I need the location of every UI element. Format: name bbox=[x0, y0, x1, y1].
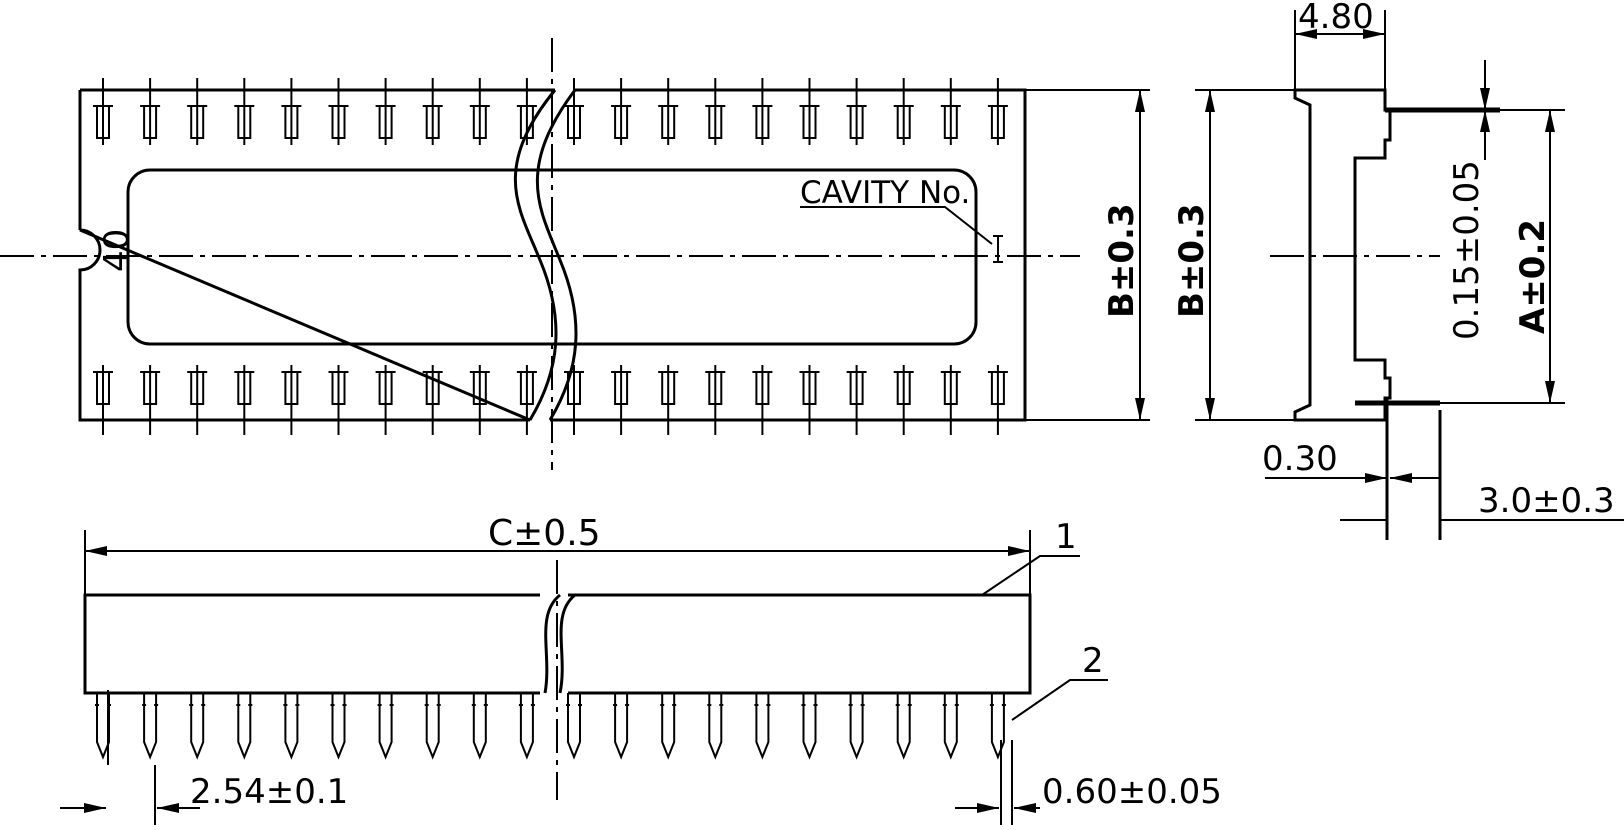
front-pins bbox=[95, 693, 1006, 760]
front-pin bbox=[660, 693, 677, 760]
front-pin bbox=[330, 693, 347, 760]
top-pin-mark bbox=[658, 78, 679, 145]
top-pin-mark bbox=[705, 78, 726, 145]
top-pin-mark bbox=[375, 78, 396, 145]
bottom-pin-mark bbox=[375, 365, 396, 435]
bottom-pin-mark bbox=[234, 365, 255, 435]
bottom-pin-mark bbox=[328, 365, 349, 435]
bottom-pin-mark bbox=[752, 365, 773, 435]
pin-pitch-dimension: 2.54±0.1 bbox=[190, 772, 348, 812]
b-dimension-front: B±0.3 bbox=[1102, 203, 1142, 318]
side-view: 4.80 B±0.3 0.15±0.05 A±0.2 0.30 3.0±0.3 bbox=[1172, 0, 1624, 540]
bottom-pin-mark bbox=[658, 365, 679, 435]
top-pin-mark bbox=[281, 78, 302, 145]
bottom-pin-mark bbox=[846, 365, 867, 435]
a-dimension: A±0.2 bbox=[1513, 219, 1553, 334]
front-pin bbox=[942, 693, 959, 760]
top-pin-marks bbox=[93, 78, 1008, 145]
top-pin-mark bbox=[516, 78, 537, 145]
bottom-pin-mark bbox=[799, 365, 820, 435]
top-pin-mark bbox=[234, 78, 255, 145]
bottom-pin-mark bbox=[281, 365, 302, 435]
top-pin-mark bbox=[328, 78, 349, 145]
front-pin bbox=[566, 693, 582, 760]
front-pin bbox=[989, 693, 1006, 760]
front-pin bbox=[613, 693, 630, 760]
front-pin bbox=[471, 693, 488, 760]
top-pin-mark bbox=[140, 78, 161, 145]
bottom-pin-mark bbox=[140, 365, 161, 435]
front-pin bbox=[895, 693, 912, 760]
front-pin bbox=[754, 693, 771, 760]
top-pin-mark bbox=[93, 78, 113, 145]
top-pin-mark bbox=[469, 78, 490, 145]
c-dimension: C±0.5 bbox=[488, 513, 601, 554]
top-pin-mark bbox=[846, 78, 867, 145]
front-pin bbox=[189, 693, 206, 760]
small-offset-dimension: 0.15±0.05 bbox=[1447, 160, 1487, 340]
b-dimension-side: B±0.3 bbox=[1172, 203, 1212, 318]
top-width-dimension: 4.80 bbox=[1298, 0, 1374, 37]
top-pin-mark bbox=[564, 78, 584, 145]
top-pin-mark bbox=[752, 78, 773, 145]
front-pin bbox=[801, 693, 818, 760]
front-pin bbox=[283, 693, 300, 760]
bottom-pin-mark bbox=[469, 365, 490, 435]
bottom-pin-mark bbox=[516, 365, 537, 435]
bottom-pin-mark bbox=[987, 365, 1008, 435]
top-pin-mark bbox=[987, 78, 1008, 145]
bottom-pin-mark bbox=[422, 365, 443, 435]
top-pin-mark bbox=[799, 78, 820, 145]
front-pin bbox=[707, 693, 724, 760]
front-pin bbox=[142, 693, 159, 760]
front-pin bbox=[424, 693, 441, 760]
bottom-pin-mark bbox=[564, 365, 584, 435]
top-view: CAVITY No. 40 B±0.3 bbox=[0, 38, 1150, 470]
top-pin-mark bbox=[187, 78, 208, 145]
bottom-pin-mark bbox=[705, 365, 726, 435]
bottom-pin-mark bbox=[187, 365, 208, 435]
pin-length-dimension: 3.0±0.3 bbox=[1478, 481, 1615, 521]
front-pin bbox=[848, 693, 865, 760]
front-pin bbox=[518, 693, 535, 760]
bottom-pin-mark bbox=[893, 365, 914, 435]
front-pin bbox=[377, 693, 394, 760]
top-pin-mark bbox=[940, 78, 961, 145]
top-pin-mark bbox=[611, 78, 632, 145]
bottom-pin-mark bbox=[940, 365, 961, 435]
bottom-pin-marks bbox=[93, 365, 1008, 435]
bottom-pin-mark bbox=[93, 365, 113, 435]
bottom-pin-mark bbox=[611, 365, 632, 435]
front-view: C±0.5 1 2 2.54±0.1 0.60±0.05 bbox=[60, 513, 1222, 825]
top-pin-mark bbox=[893, 78, 914, 145]
wall-thickness-dimension: 0.30 bbox=[1262, 439, 1338, 479]
cavity-label: CAVITY No. bbox=[800, 175, 970, 211]
top-pin-mark bbox=[422, 78, 443, 145]
part-1-label: 1 bbox=[1055, 517, 1077, 557]
front-pin bbox=[236, 693, 253, 760]
part-2-label: 2 bbox=[1082, 641, 1104, 681]
pin-count-label: 40 bbox=[97, 229, 137, 272]
pin-width-dimension: 0.60±0.05 bbox=[1042, 772, 1222, 812]
